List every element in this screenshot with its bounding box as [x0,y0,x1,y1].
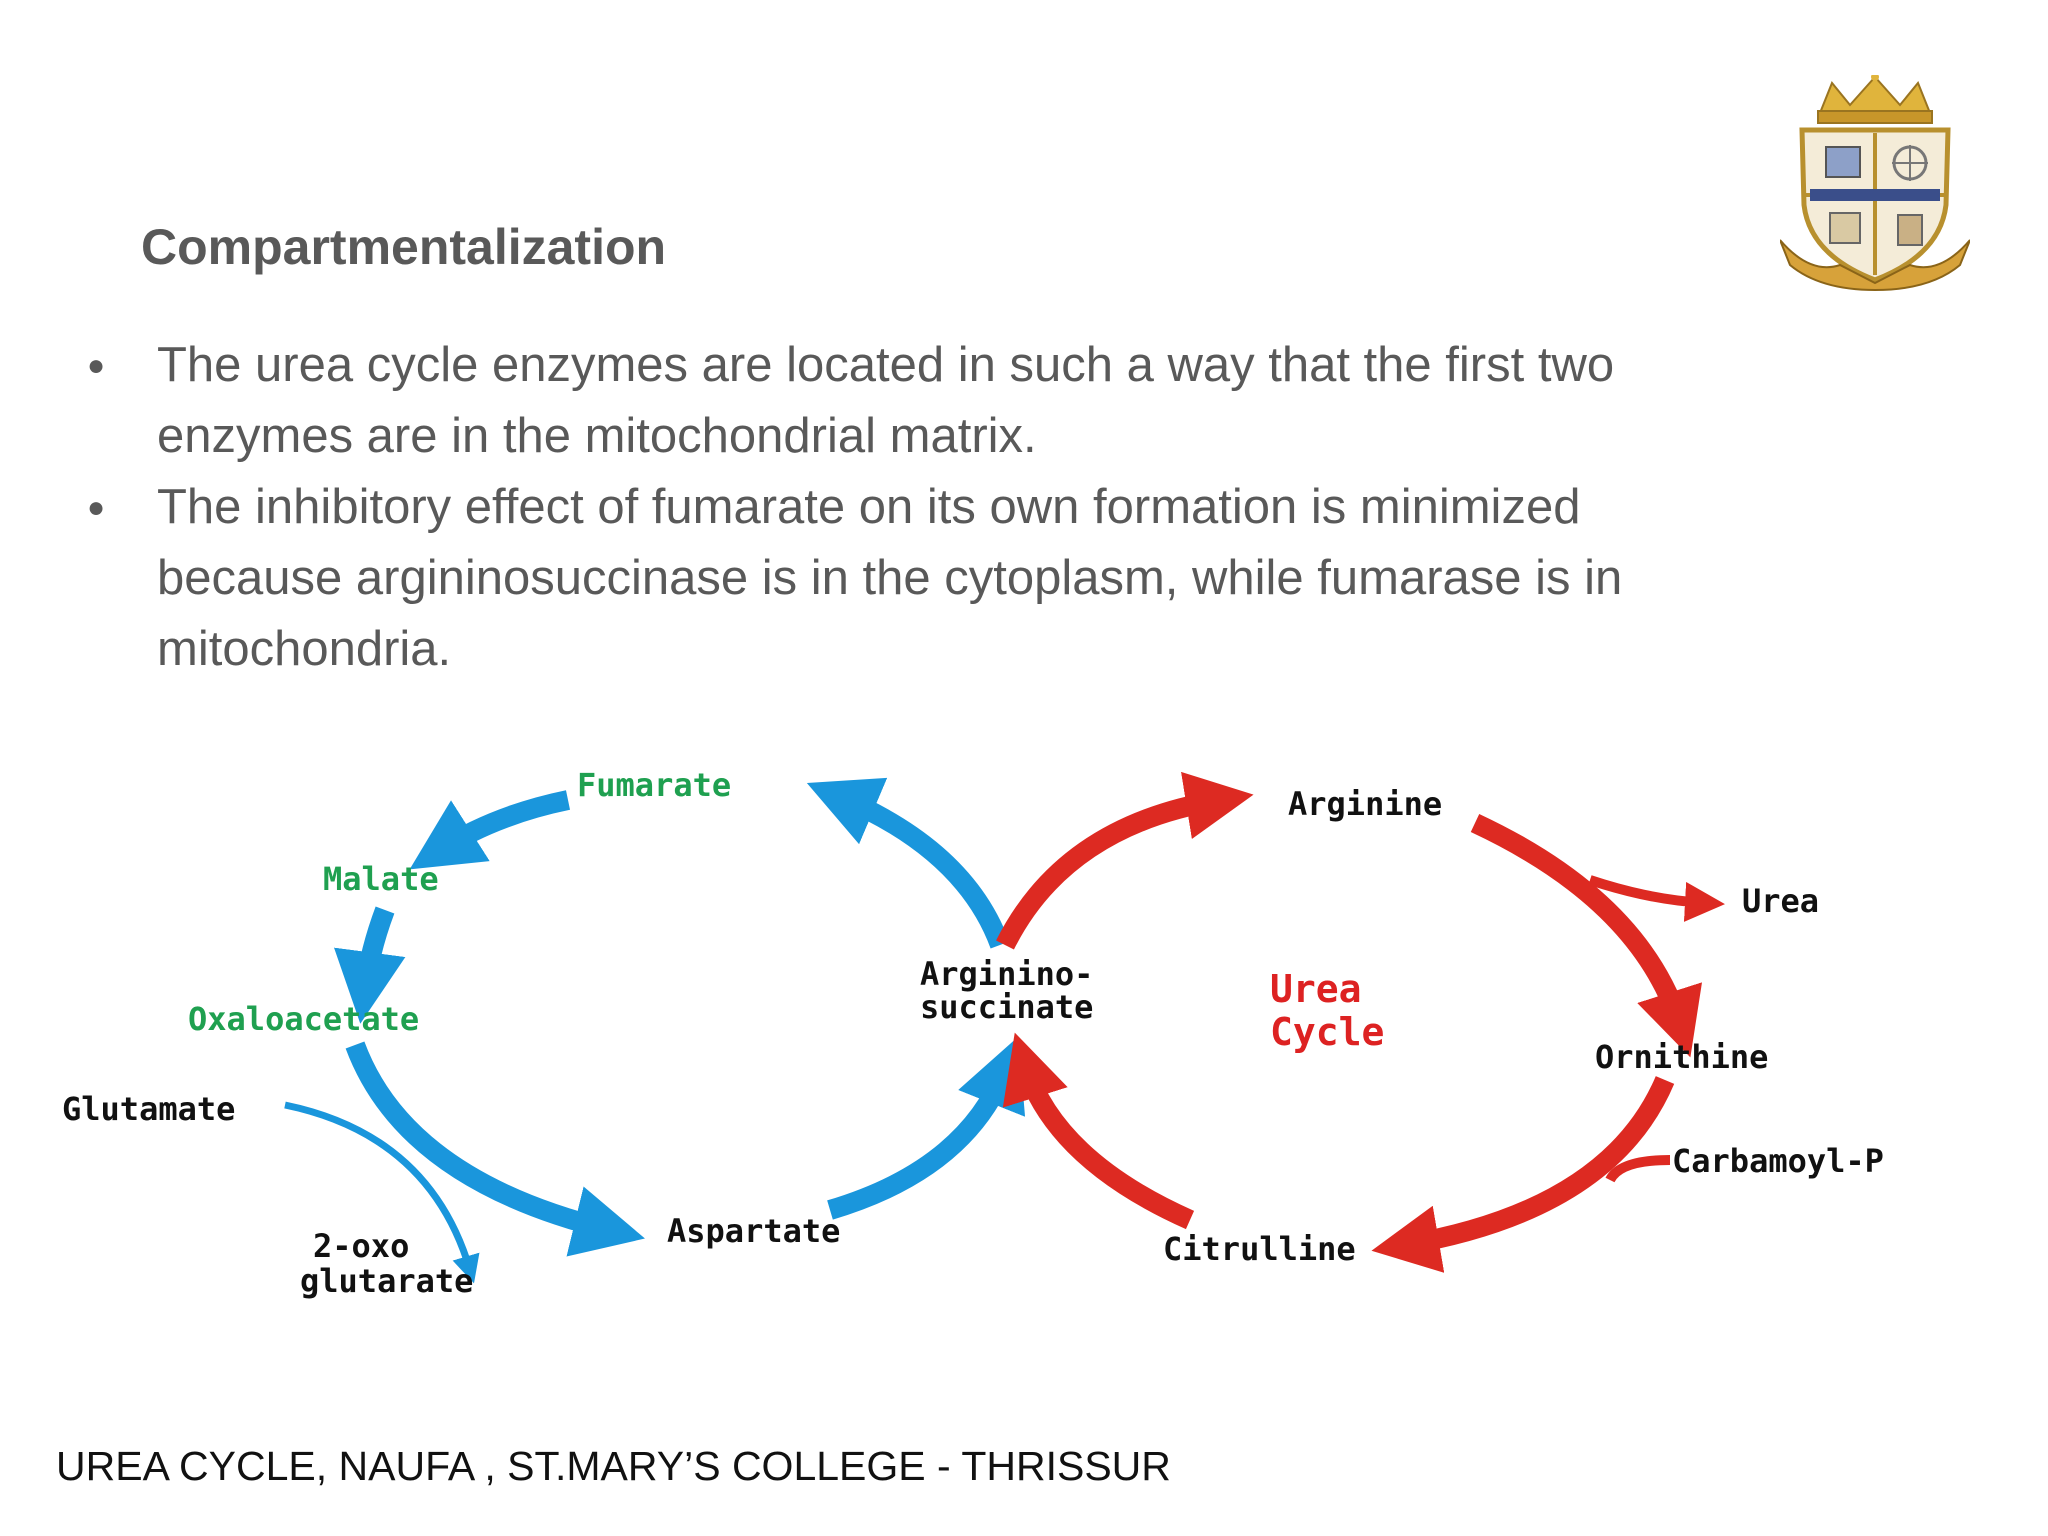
bullet-dot-icon: ● [87,491,106,524]
arrow-carbamoyl-p-in [1605,1155,1671,1183]
label-aspartate: Aspartate [667,1212,840,1250]
label-glutamate: Glutamate [62,1090,235,1128]
bullet-dot-icon: ● [87,349,106,382]
bullet-list: ● The urea cycle enzymes are located in … [75,330,1775,685]
label-2-oxo: 2-oxo [313,1227,409,1265]
label-oxaloacetate: Oxaloacetate [188,1000,419,1038]
arrow-to-urea [1588,875,1725,922]
arrow-argininosuccinate-to-fumarate [806,777,1010,949]
label-carbamoyl-p: Carbamoyl-P [1672,1142,1884,1180]
bullet-line: The inhibitory effect of fumarate on its… [157,480,1581,534]
label-urea-cycle-title-line1: Urea [1270,967,1362,1011]
label-urea: Urea [1742,882,1819,920]
bullet-item: ● The inhibitory effect of fumarate on i… [75,472,1775,685]
arrow-citrulline-to-argininosuccinate [1002,1032,1195,1230]
label-argininosuccinate-line2: succinate [920,988,1093,1026]
slide-heading: Compartmentalization [141,219,667,275]
arrow-aspartate-to-argininosuccinate [827,1036,1026,1220]
slide-footer: UREA CYCLE, NAUFA , ST.MARY’S COLLEGE - … [56,1443,1171,1489]
label-malate: Malate [323,860,439,898]
label-urea-cycle-title-line2: Cycle [1270,1010,1384,1054]
label-arginine: Arginine [1288,785,1442,823]
bullet-item: ● The urea cycle enzymes are located in … [75,330,1775,472]
bullet-line: mitochondria. [157,622,452,676]
college-crest-icon [1780,75,1970,292]
label-citrulline: Citrulline [1163,1230,1356,1268]
arrow-oxaloacetate-to-aspartate [345,1041,645,1257]
arrow-malate-to-oxaloacetate [334,906,406,1024]
arrow-glutamate-to-2-oxoglutarate [284,1101,480,1284]
arrow-arginine-to-ornithine [1470,813,1702,1058]
arrow-argininosuccinate-to-arginine [996,771,1254,950]
label-ornithine: Ornithine [1595,1038,1768,1076]
label-fumarate: Fumarate [577,766,731,804]
label-glutarate: glutarate [300,1262,473,1300]
bullet-line: because argininosuccinase is in the cyto… [157,551,1623,605]
urea-cycle-diagram: Fumarate Malate Oxaloacetate Glutamate 2… [62,766,1884,1300]
arrow-ornithine-to-citrulline [1371,1076,1675,1273]
bullet-line: enzymes are in the mitochondrial matrix. [157,409,1037,463]
bullet-line: The urea cycle enzymes are located in su… [157,338,1615,392]
arrow-fumarate-to-malate [409,790,571,870]
label-argininosuccinate-line1: Arginino- [920,955,1093,993]
